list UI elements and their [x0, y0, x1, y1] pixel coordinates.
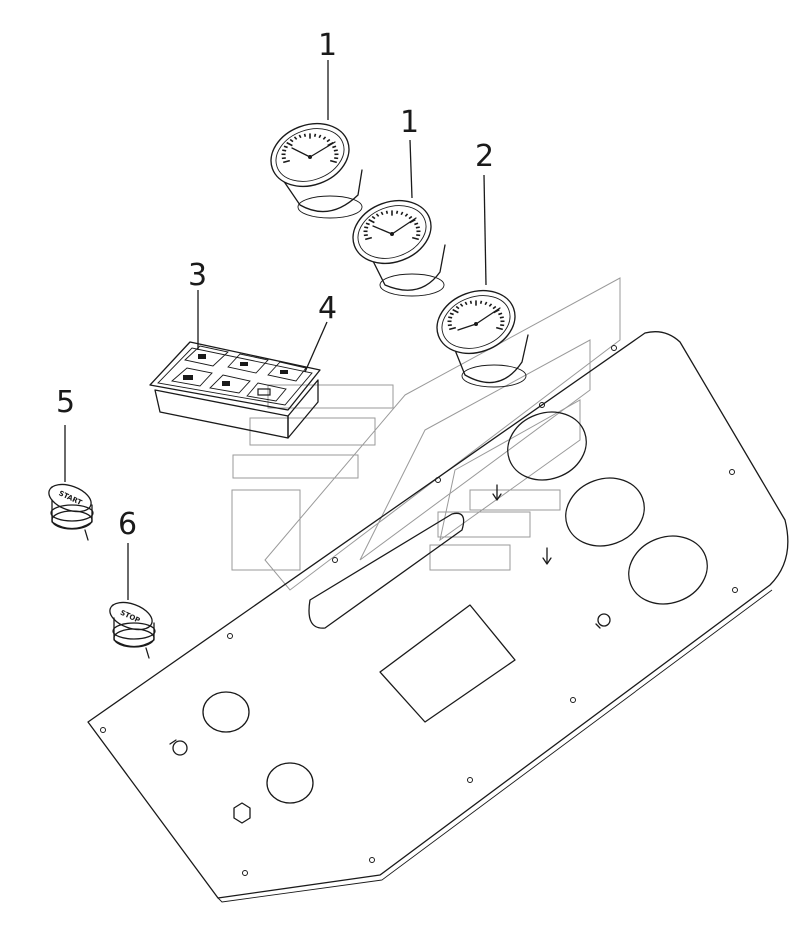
gauge-tick [326, 138, 331, 143]
gauge-tick [371, 215, 376, 220]
gauge-tick [368, 218, 375, 224]
gauge-tick [395, 210, 399, 214]
gauge-tick [385, 210, 389, 214]
stop-switch-label: STOP [119, 609, 141, 625]
callout-6: 6 [118, 507, 137, 542]
gauge-1-second [352, 199, 446, 297]
gauge-tick [298, 134, 302, 139]
leader-lines [64, 60, 487, 600]
gauge-tick [329, 159, 337, 164]
gauge-tick [365, 236, 373, 241]
gauge-tick [333, 149, 338, 152]
gauge-tick [322, 136, 327, 140]
callout-1b: 1 [400, 105, 419, 140]
gauge-tick [415, 226, 420, 229]
gauge-tick [303, 133, 307, 137]
gauge-tick [404, 213, 409, 217]
gauge-tick [484, 301, 488, 306]
gauge-tick [313, 133, 317, 137]
gauge-tick [492, 305, 497, 310]
callout-3: 3 [188, 258, 207, 293]
gauge-tick [498, 312, 503, 316]
gauge-tick [408, 215, 413, 220]
gauge-tick [449, 312, 454, 316]
gauge-tick [364, 226, 369, 229]
gauge-tick [488, 303, 493, 307]
gauge-tick [459, 303, 464, 307]
gauge-tick [464, 301, 468, 306]
gauge-tick [452, 308, 459, 314]
gauge-tick [400, 211, 404, 216]
mounting-holes [100, 345, 738, 876]
gauge-tick [365, 222, 370, 226]
gauge-tick [318, 134, 322, 139]
gauge-2 [436, 289, 529, 388]
gauge-tick [449, 326, 457, 331]
gauge-1-top [270, 122, 363, 219]
gauge-tick [293, 136, 298, 140]
gauge-tick [455, 305, 460, 310]
stop-switch: STOP [109, 601, 156, 659]
gauge-tick [375, 213, 380, 217]
callout-2: 2 [475, 139, 494, 174]
indicator-light-panel [149, 341, 321, 439]
start-switch: START [48, 483, 94, 541]
watermark-logo [231, 277, 621, 591]
start-switch-label: START [57, 489, 83, 507]
gauge-tick [499, 316, 504, 319]
dashboard-plate [87, 331, 789, 903]
gauge-tick [411, 236, 419, 241]
gauge-tick [448, 316, 453, 319]
gauge-tick [469, 300, 473, 304]
gauge-tick [332, 145, 337, 149]
gauge-tick [282, 149, 287, 152]
callout-4: 4 [318, 291, 337, 326]
callout-5: 5 [56, 385, 75, 420]
gauge-tick [479, 300, 483, 304]
indicator-cells [170, 345, 307, 402]
gauge-tick [289, 138, 294, 143]
gauge-tick [283, 145, 288, 149]
gauge-tick [414, 222, 419, 226]
gauge-tick [283, 159, 291, 164]
gauge-tick [495, 326, 503, 331]
gauge-tick [286, 141, 293, 147]
callout-labels: 1 1 2 3 4 5 6 [56, 28, 494, 542]
callout-1a: 1 [318, 28, 337, 63]
gauge-tick [380, 211, 384, 216]
